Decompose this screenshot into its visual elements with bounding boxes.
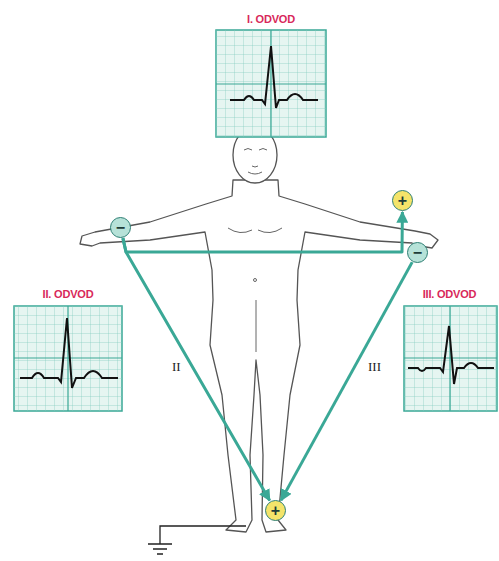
ecg-grid-lead-2 <box>14 306 122 411</box>
polarity-sign: + <box>271 503 280 519</box>
lead-title: II. ODVOD <box>12 287 124 301</box>
polarity-sign: − <box>116 220 125 236</box>
electrode-circle: − <box>110 217 131 238</box>
lead-axis-line <box>281 262 412 500</box>
lead-title: III. ODVOD <box>402 287 497 301</box>
ground-symbol <box>148 526 246 554</box>
ecg-grid-lead-1 <box>216 30 326 137</box>
lead-axis-label: II <box>170 360 183 374</box>
electrode-circle: − <box>407 242 428 263</box>
lead-title: I. ODVOD <box>214 12 328 26</box>
polarity-sign: + <box>398 193 407 209</box>
human-figure <box>80 127 438 532</box>
lead-panel: II. ODVOD <box>12 287 124 413</box>
ecg-grid-lead-3 <box>404 306 497 411</box>
lead-axis-line <box>123 238 270 500</box>
lead-axis-label: III <box>366 360 383 374</box>
body-details <box>228 149 282 353</box>
lead-panel: I. ODVOD <box>214 12 328 139</box>
electrode-circle: + <box>392 190 413 211</box>
lead-panel: III. ODVOD <box>402 287 497 413</box>
electrode-circle: + <box>265 500 286 521</box>
polarity-sign: − <box>413 245 422 261</box>
lead-axis-line <box>123 212 403 252</box>
